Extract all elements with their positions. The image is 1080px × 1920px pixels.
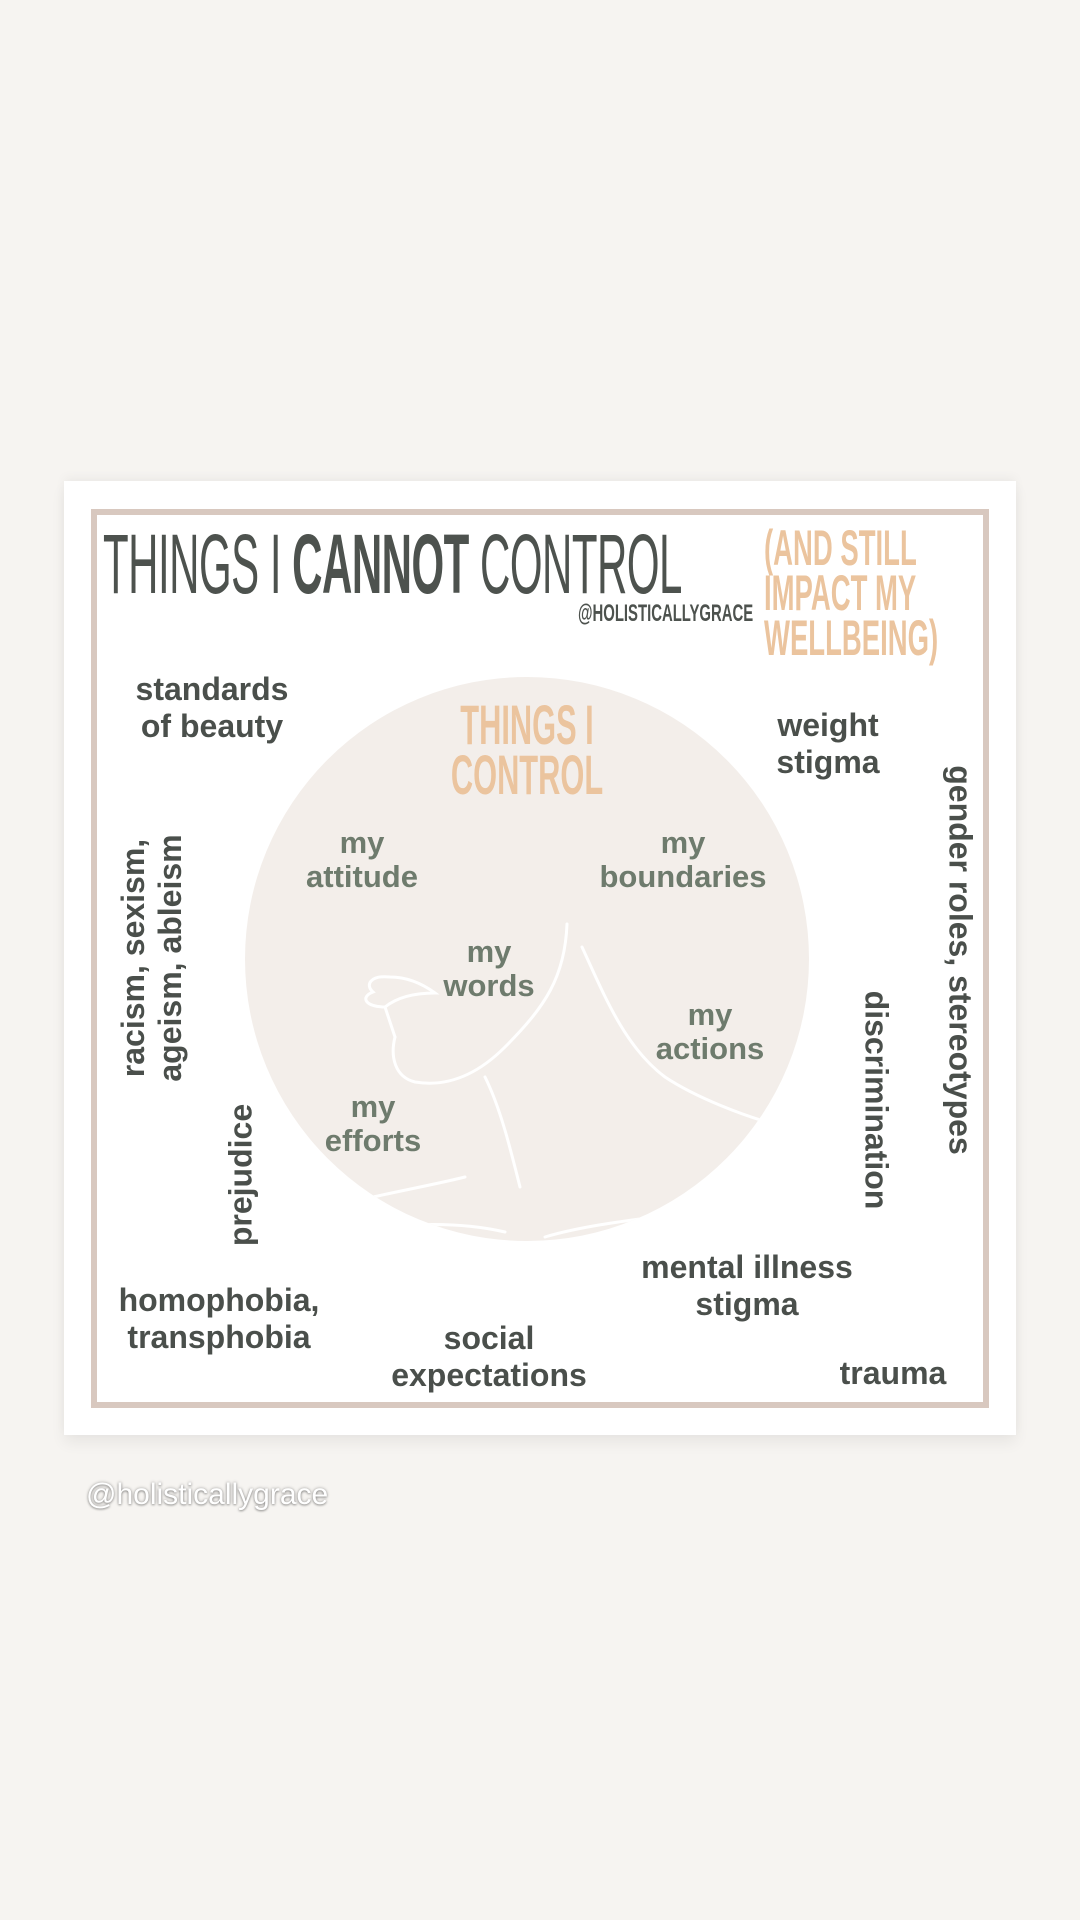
item-line: my	[350, 1089, 396, 1124]
things-i-control-title: THINGS I CONTROL	[389, 693, 666, 806]
label-discrimination: discrimination	[858, 990, 895, 1210]
subtitle-line: IMPACT MY	[764, 565, 917, 621]
subtitle-line: (AND STILL	[764, 520, 917, 576]
label-line: stigma	[776, 744, 880, 780]
label-line: stigma	[695, 1286, 799, 1322]
author-handle: @HOLISTICALLYGRACE	[578, 600, 754, 627]
label-line: weight	[777, 707, 879, 743]
label-line: homophobia,	[118, 1282, 320, 1318]
circle-title-line: THINGS I	[460, 693, 594, 756]
label-homophobia-transphobia: homophobia,transphobia	[119, 1282, 320, 1356]
subtitle: (AND STILL IMPACT MY WELLBEING)	[764, 520, 939, 666]
label-line: racism, sexism,	[115, 838, 151, 1078]
item-line: efforts	[324, 1123, 422, 1158]
item-line: words	[443, 968, 535, 1003]
item-line: attitude	[306, 859, 418, 894]
card-frame	[91, 509, 989, 1408]
label-line: expectations	[391, 1357, 587, 1393]
title-part-2: CANNOT	[292, 517, 469, 611]
label-gender-roles: gender roles, stereotypes	[942, 765, 979, 1155]
label-trauma: trauma	[839, 1355, 947, 1391]
item-line: my	[339, 825, 385, 860]
title-part-1: THINGS I	[103, 517, 282, 611]
main-title: THINGS I CANNOT CONTROL	[103, 522, 682, 606]
item-line: actions	[655, 1031, 765, 1066]
subtitle-line: WELLBEING)	[764, 610, 939, 666]
watermark-handle: @holisticallygrace	[86, 1478, 329, 1511]
circle-title-line: CONTROL	[450, 743, 604, 806]
item-line: boundaries	[599, 859, 767, 894]
label-line: mental illness	[641, 1249, 853, 1285]
label-line: social	[443, 1320, 535, 1356]
item-line: my	[687, 997, 733, 1032]
title-part-3: CONTROL	[480, 517, 682, 611]
item-line: my	[660, 825, 706, 860]
item-line: my	[466, 934, 512, 969]
control-circle	[245, 677, 809, 1241]
label-line: ageism, ableism	[152, 834, 188, 1082]
label-racism-sexism: racism, sexism,ageism, ableism	[115, 834, 189, 1081]
label-line: of beauty	[140, 708, 284, 744]
label-line: transphobia	[127, 1319, 311, 1355]
label-line: standards	[135, 671, 289, 707]
label-prejudice: prejudice	[222, 1103, 259, 1247]
